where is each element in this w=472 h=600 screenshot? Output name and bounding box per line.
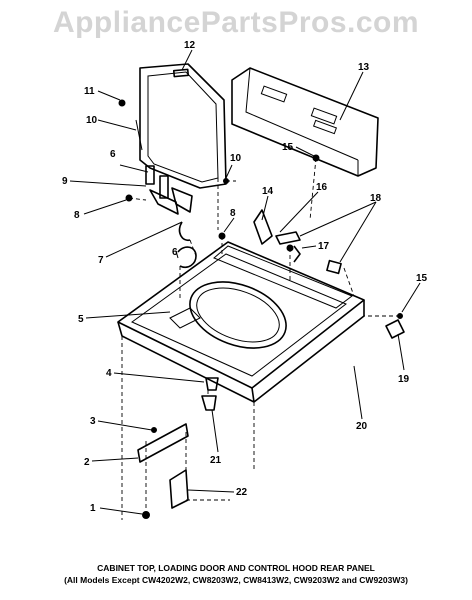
diagram-caption: CABINET TOP, LOADING DOOR AND CONTROL HO… — [0, 562, 472, 586]
callout-12: 12 — [184, 40, 196, 51]
callout-11: 11 — [84, 86, 95, 97]
control-hood-rear-panel — [231, 67, 379, 177]
exploded-parts-diagram: 1 2 3 4 5 6 6 7 8 8 9 10 10 11 12 13 14 … — [62, 40, 428, 520]
callout-8a: 8 — [74, 210, 80, 221]
callout-10a: 10 — [86, 115, 98, 126]
callout-22: 22 — [236, 487, 248, 498]
callout-14: 14 — [262, 186, 274, 197]
callout-6b: 6 — [172, 247, 178, 258]
callout-15a: 15 — [282, 142, 294, 153]
callout-8b: 8 — [230, 208, 236, 219]
callout-17: 17 — [318, 241, 330, 252]
caption-line-2: (All Models Except CW4202W2, CW8203W2, C… — [64, 575, 408, 585]
leader-lines — [69, 49, 421, 515]
door-hinges — [145, 165, 197, 269]
callout-labels: 1 2 3 4 5 6 6 7 8 8 9 10 10 11 12 13 14 … — [62, 40, 428, 514]
callout-3: 3 — [90, 416, 96, 427]
lower-assembly — [137, 377, 219, 509]
callout-19: 19 — [398, 374, 410, 385]
caption-line-1: CABINET TOP, LOADING DOOR AND CONTROL HO… — [97, 563, 375, 573]
callout-21: 21 — [210, 455, 222, 466]
callout-4: 4 — [106, 368, 112, 379]
callout-7: 7 — [98, 255, 104, 266]
part-19-bracket — [385, 319, 405, 339]
hood-brackets — [253, 209, 342, 275]
callout-2: 2 — [84, 457, 90, 468]
callout-15b: 15 — [416, 273, 428, 284]
callout-5: 5 — [78, 314, 84, 325]
callout-20: 20 — [356, 421, 368, 432]
callout-6a: 6 — [110, 149, 116, 160]
callout-9: 9 — [62, 176, 68, 187]
loading-door — [135, 63, 227, 189]
alignment-lines — [121, 157, 400, 520]
callout-18: 18 — [370, 193, 382, 204]
callout-1: 1 — [90, 503, 96, 514]
callout-16: 16 — [316, 182, 328, 193]
callout-13: 13 — [358, 62, 370, 73]
callout-10b: 10 — [230, 153, 242, 164]
watermark: AppliancePartsPros.com — [52, 6, 420, 39]
cabinet-top — [117, 241, 365, 403]
fasteners — [118, 99, 403, 519]
